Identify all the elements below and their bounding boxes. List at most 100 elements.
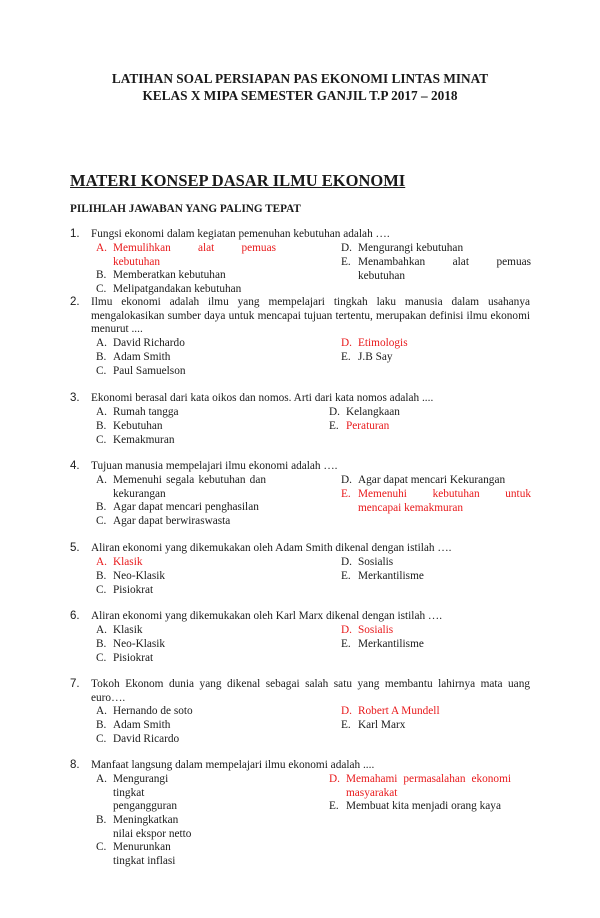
option-letter: E.: [341, 351, 351, 363]
option-e[interactable]: E.Peraturan: [329, 420, 519, 434]
option-text: Adam Smith: [113, 351, 171, 363]
option-a[interactable]: A.Memenuhi segala kebutuhan dan kekurang…: [96, 474, 266, 501]
option-letter: E.: [341, 638, 351, 650]
option-letter: D.: [329, 773, 340, 785]
option-letter: B.: [96, 719, 107, 731]
option-c[interactable]: C.Menurunkan tingkat inflasi: [96, 841, 196, 868]
option-a[interactable]: A.David Richardo: [96, 337, 276, 351]
option-letter: E.: [341, 488, 351, 500]
question-number: 8.: [70, 759, 80, 771]
option-letter: B.: [96, 269, 107, 281]
question-number: 7.: [70, 678, 80, 690]
option-text: Karl Marx: [358, 719, 406, 731]
option-b[interactable]: B.Kebutuhan: [96, 420, 276, 434]
option-text: Klasik: [113, 556, 143, 568]
option-e[interactable]: E.Memenuhi kebutuhan untuk mencapai kema…: [341, 488, 531, 515]
option-text: Mengurangi tingkat pengangguran: [113, 773, 177, 813]
option-letter: A.: [96, 242, 107, 254]
option-d[interactable]: D. Agar dapat mencari Kekurangan: [341, 474, 531, 488]
option-text: Meningkatkan nilai ekspor netto: [113, 814, 192, 840]
option-b[interactable]: B.Neo-Klasik: [96, 638, 276, 652]
option-text: Agar dapat mencari Kekurangan: [358, 474, 506, 486]
option-a[interactable]: A.Klasik: [96, 556, 276, 570]
question-8: 8. Manfaat langsung dalam mempelajari il…: [70, 759, 530, 867]
option-letter: C.: [96, 841, 107, 853]
option-text: David Ricardo: [113, 733, 180, 745]
option-letter: E.: [329, 800, 339, 812]
option-c[interactable]: C.Kemakmuran: [96, 434, 276, 448]
option-letter: C.: [96, 652, 107, 664]
option-text: Klasik: [113, 624, 143, 636]
option-letter: A.: [96, 406, 107, 418]
question-number: 4.: [70, 460, 80, 472]
question-text: Manfaat langsung dalam mempelajari ilmu …: [91, 759, 375, 771]
question-number: 1.: [70, 228, 80, 240]
option-b[interactable]: B.Adam Smith: [96, 719, 276, 733]
option-d[interactable]: D.Etimologis: [341, 337, 531, 351]
option-c[interactable]: C.Paul Samuelson: [96, 365, 276, 379]
question-2: 2. Ilmu ekonomi adalah ilmu yang mempela…: [70, 296, 530, 377]
option-d[interactable]: D.Kelangkaan: [329, 406, 519, 420]
option-c[interactable]: C.David Ricardo: [96, 733, 276, 747]
option-letter: A.: [96, 773, 107, 785]
option-text: Membuat kita menjadi orang kaya: [346, 800, 501, 812]
option-text: Neo-Klasik: [113, 570, 166, 582]
option-b[interactable]: B. Meningkatkan nilai ekspor netto: [96, 814, 196, 841]
option-text: Agar dapat berwiraswasta: [113, 515, 231, 527]
question-number: 6.: [70, 610, 80, 622]
option-letter: D.: [341, 474, 352, 486]
question-text: Fungsi ekonomi dalam kegiatan pemenuhan …: [91, 228, 390, 240]
option-text: Hernando de soto: [113, 705, 193, 717]
option-b[interactable]: B.Memberatkan kebutuhan: [96, 269, 276, 283]
option-a[interactable]: A. Klasik: [96, 624, 276, 638]
option-a[interactable]: A. Mengurangi tingkat pengangguran: [96, 773, 196, 814]
option-a[interactable]: A.Hernando de soto: [96, 705, 276, 719]
option-c[interactable]: C.Agar dapat berwiraswasta: [96, 515, 266, 529]
option-text: Memahami permasalahan ekonomi masyarakat: [346, 773, 511, 799]
question-text: Tokoh Ekonom dunia yang dikenal sebagai …: [91, 678, 530, 704]
document-title-line-1: LATIHAN SOAL PERSIAPAN PAS EKONOMI LINTA…: [111, 71, 489, 86]
option-letter: A.: [96, 474, 107, 486]
question-number: 3.: [70, 392, 80, 404]
option-letter: C.: [96, 584, 107, 596]
option-text: Rumah tangga: [113, 406, 179, 418]
option-a[interactable]: A. Rumah tangga: [96, 406, 276, 420]
option-text: Etimologis: [358, 337, 408, 349]
option-e[interactable]: E.Menambahkan alat pemuas kebutuhan: [341, 256, 531, 283]
option-text: Sosialis: [358, 624, 394, 636]
option-e[interactable]: E. Membuat kita menjadi orang kaya: [329, 800, 511, 814]
option-a[interactable]: A. Memulihkan alat pemuas kebutuhan: [96, 242, 276, 269]
option-letter: E.: [329, 420, 339, 432]
option-d[interactable]: D.Sosialis: [341, 624, 531, 638]
option-letter: B.: [96, 814, 107, 826]
option-text: Merkantilisme: [358, 638, 424, 650]
option-letter: B.: [96, 638, 107, 650]
option-letter: B.: [96, 501, 107, 513]
option-d[interactable]: D. Memahami permasalahan ekonomi masyarak…: [329, 773, 511, 800]
question-text: Ekonomi berasal dari kata oikos dan nomo…: [91, 392, 434, 404]
option-d[interactable]: D.Mengurangi kebutuhan: [341, 242, 531, 256]
option-b[interactable]: B.Neo-Klasik: [96, 570, 276, 584]
option-letter: B.: [96, 420, 107, 432]
question-7: 7. Tokoh Ekonom dunia yang dikenal sebag…: [70, 678, 530, 745]
option-b[interactable]: B.Agar dapat mencari penghasilan: [96, 501, 266, 515]
option-d[interactable]: D.Sosialis: [341, 556, 531, 570]
option-text: Mengurangi kebutuhan: [358, 242, 464, 254]
option-c[interactable]: C.Melipatgandakan kebutuhan: [96, 283, 276, 297]
option-b[interactable]: B.Adam Smith: [96, 351, 276, 365]
option-text: Pisiokrat: [113, 584, 154, 596]
option-e[interactable]: E. Merkantilisme: [341, 638, 531, 652]
option-text: Memulihkan alat pemuas kebutuhan: [113, 242, 276, 268]
option-letter: E.: [341, 570, 351, 582]
option-e[interactable]: E.J.B Say: [341, 351, 531, 365]
option-c[interactable]: C.Pisiokrat: [96, 652, 276, 666]
option-e[interactable]: E.Merkantilisme: [341, 570, 531, 584]
instruction: PILIHLAH JAWABAN YANG PALING TEPAT: [70, 203, 301, 215]
question-4: 4. Tujuan manusia mempelajari ilmu ekono…: [70, 460, 531, 527]
option-letter: A.: [96, 624, 107, 636]
option-c[interactable]: C. Pisiokrat: [96, 584, 276, 598]
section-title: MATERI KONSEP DASAR ILMU EKONOMI: [70, 171, 406, 190]
option-text: David Richardo: [113, 337, 185, 349]
option-d[interactable]: D.Robert A Mundell: [341, 705, 531, 719]
option-e[interactable]: E.Karl Marx: [341, 719, 531, 733]
